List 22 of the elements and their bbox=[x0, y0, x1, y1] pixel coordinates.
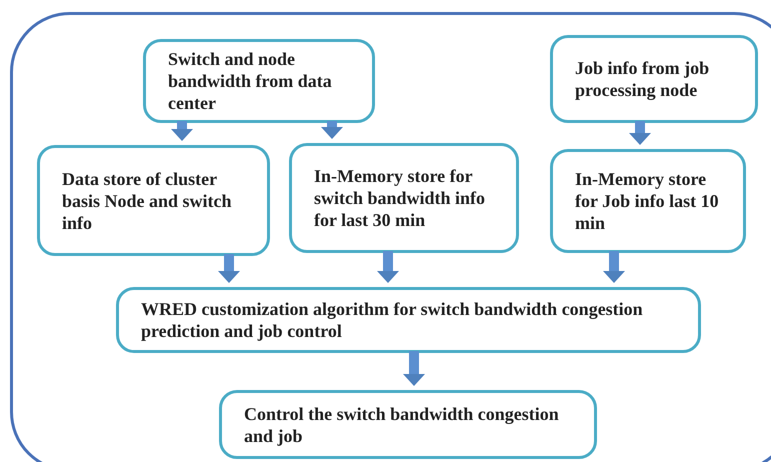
box-text: Job info from job processing node bbox=[575, 57, 710, 101]
block-arrow bbox=[321, 121, 343, 139]
block-arrow bbox=[403, 351, 425, 386]
block-arrow bbox=[171, 121, 193, 141]
process-box bbox=[37, 145, 270, 256]
process-box bbox=[219, 390, 597, 459]
box-text: WRED customization algorithm for switch bandwidth congestion prediction and job control bbox=[141, 298, 644, 342]
box-text: In-Memory store for switch bandwidth info for last 30 min bbox=[314, 165, 486, 231]
process-box bbox=[289, 143, 519, 253]
block-arrow bbox=[218, 254, 240, 283]
container-frame bbox=[10, 12, 771, 462]
box-text: Data store of cluster basis Node and switch info bbox=[62, 168, 233, 234]
block-arrow bbox=[603, 251, 625, 283]
box-text: In-Memory store for Job info last 10 min bbox=[575, 168, 720, 234]
block-arrow bbox=[377, 251, 399, 283]
block-arrow bbox=[629, 121, 651, 145]
process-box bbox=[143, 39, 375, 123]
box-text: Control the switch bandwidth congestion and job bbox=[244, 402, 560, 446]
process-box bbox=[116, 287, 701, 353]
process-box bbox=[550, 35, 758, 123]
process-box bbox=[550, 149, 746, 253]
box-text: Switch and node bandwidth from data center bbox=[168, 48, 333, 114]
